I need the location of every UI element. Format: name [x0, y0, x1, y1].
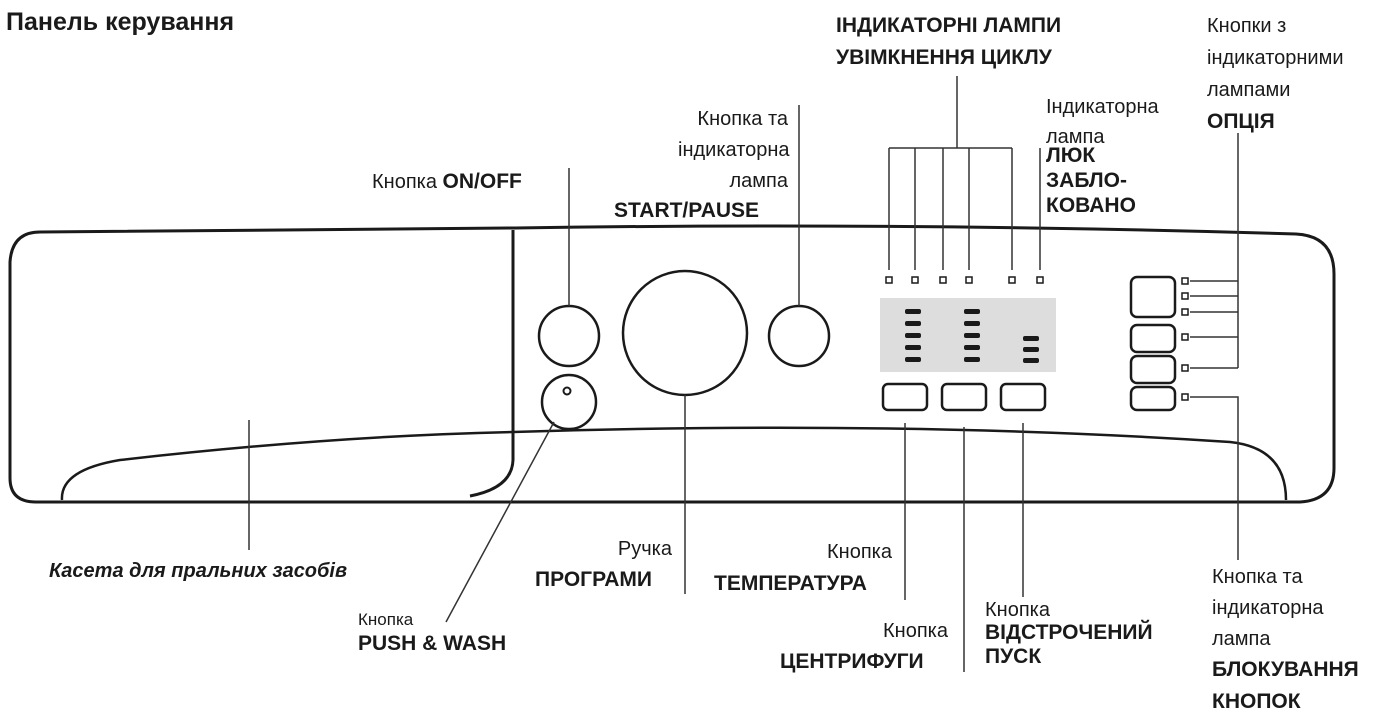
door-lock-line-1: Індикаторна — [1046, 96, 1159, 118]
on-off-bold: ON/OFF — [442, 170, 522, 193]
option-buttons-line-1: Кнопки з — [1207, 15, 1287, 37]
start-pause-button — [767, 304, 831, 368]
start-pause-line-2: індикаторна — [678, 139, 790, 161]
start-pause-label: Кнопка та індикаторна лампа — [678, 104, 790, 197]
page-title: Панель керування — [6, 8, 235, 36]
temperature-button — [881, 382, 929, 412]
on-off-button — [537, 304, 601, 368]
on-off-prefix: Кнопка — [372, 171, 443, 193]
leader-lines — [248, 76, 1239, 672]
push-wash-prefix: Кнопка — [358, 610, 414, 629]
door-lock-bold-3: КОВАНО — [1046, 194, 1136, 217]
door-lock-label-prefix: Індикаторна лампа — [1046, 92, 1159, 152]
key-lock-line-3: лампа — [1212, 628, 1271, 650]
temperature-bold: ТЕМПЕРАТУРА — [714, 572, 867, 595]
key-lock-bold-1: БЛОКУВАННЯ — [1212, 658, 1359, 681]
program-prefix: Ручка — [617, 538, 672, 560]
door-lock-label-bold: ЛЮК ЗАБЛО- КОВАНО — [1046, 143, 1136, 218]
option-buttons-line-3: лампами — [1207, 79, 1291, 101]
start-pause-line-3: лампа — [729, 170, 789, 192]
detergent-drawer-label: Касета для пральних засобів — [49, 560, 348, 582]
door-lock-bold-2: ЗАБЛО- — [1046, 169, 1127, 192]
key-lock-line-2: індикаторна — [1212, 597, 1324, 619]
push-wash-button — [540, 373, 598, 431]
on-off-label: Кнопка ON/OFF — [372, 170, 522, 194]
spin-prefix: Кнопка — [883, 620, 948, 642]
indicator-lamps — [885, 276, 1189, 401]
option-button-2 — [1129, 323, 1177, 354]
indicator-lamps-label: ІНДИКАТОРНІ ЛАМПИ УВІМКНЕННЯ ЦИКЛУ — [836, 10, 1061, 74]
spin-bold: ЦЕНТРИФУГИ — [780, 650, 924, 673]
key-lock-bold-2: КНОПОК — [1212, 690, 1301, 713]
key-lock-label: Кнопка та індикаторна лампа — [1212, 562, 1324, 655]
delay-bold: ВІДСТРОЧЕНИЙ ПУСК — [985, 621, 1153, 669]
key-lock-bold: БЛОКУВАННЯ КНОПОК — [1212, 654, 1359, 718]
key-lock-line-1: Кнопка та — [1212, 566, 1303, 588]
delay-start-button — [999, 382, 1047, 412]
start-pause-line-1: Кнопка та — [697, 108, 788, 130]
indicator-lamps-line-1: ІНДИКАТОРНІ ЛАМПИ — [836, 14, 1062, 37]
option-buttons-label: Кнопки з індикаторними лампами ОПЦІЯ — [1207, 10, 1344, 138]
panel-lower-sweep — [60, 426, 1288, 501]
door-lock-bold-1: ЛЮК — [1046, 144, 1096, 167]
push-wash-bold: PUSH & WASH — [358, 632, 507, 655]
display-bars — [905, 309, 1039, 363]
spin-button — [940, 382, 988, 412]
option-button-1 — [1129, 275, 1177, 319]
indicator-lamps-line-2: УВІМКНЕННЯ ЦИКЛУ — [836, 46, 1052, 69]
option-buttons-line-2: індикаторними — [1207, 47, 1344, 69]
program-knob — [621, 269, 749, 397]
door-lock-line-2: лампа — [1046, 126, 1105, 148]
start-pause-bold: START/PAUSE — [614, 199, 760, 222]
option-buttons-bold: ОПЦІЯ — [1207, 110, 1275, 133]
detergent-drawer-edge — [469, 230, 515, 498]
delay-bold-1: ВІДСТРОЧЕНИЙ — [985, 621, 1153, 644]
panel-outline — [8, 224, 1336, 504]
temperature-prefix: Кнопка — [827, 541, 892, 563]
delay-prefix: Кнопка — [985, 599, 1050, 621]
program-bold: ПРОГРАМИ — [535, 568, 652, 591]
option-button-3 — [1129, 354, 1177, 385]
push-wash-dot — [562, 386, 572, 396]
key-lock-button — [1129, 385, 1177, 412]
delay-bold-2: ПУСК — [985, 645, 1042, 668]
